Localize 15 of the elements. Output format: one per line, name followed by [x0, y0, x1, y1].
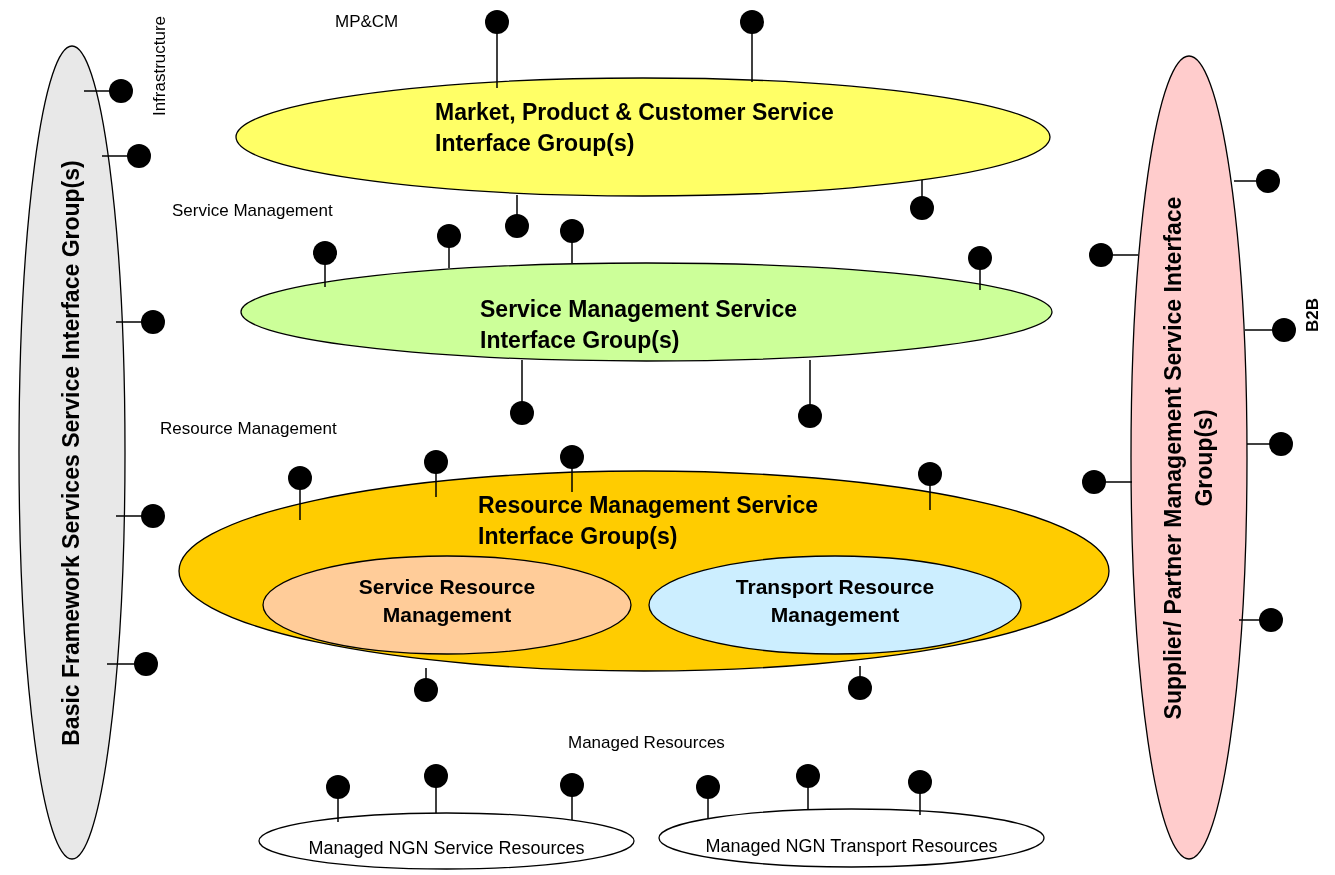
layer-label: B2B: [1303, 298, 1323, 332]
layer-label: Infrastructure: [150, 15, 170, 117]
layer-label: MP&CM: [335, 12, 399, 32]
group-title: Managed NGN Transport Resources: [704, 835, 999, 858]
layer-label: Service Management: [172, 201, 333, 221]
group-title: Service Management Service Interface Group(s): [480, 295, 799, 356]
group-title: Transport Resource Management: [734, 574, 936, 629]
group-title: Supplier/ Partner Management Service Interface Group(s): [1158, 195, 1218, 721]
group-title: Resource Management Service Interface Group(s): [478, 491, 820, 552]
group-title: Market, Product & Customer Service Interface Group(s): [435, 98, 835, 159]
group-title: Managed NGN Service Resources: [307, 837, 586, 860]
layer-label: Resource Management: [160, 419, 337, 439]
group-title: Service Resource Management: [357, 574, 537, 629]
group-title: Basic Framework Services Service Interface Group(s): [57, 158, 86, 748]
layer-label: Managed Resources: [568, 733, 725, 753]
